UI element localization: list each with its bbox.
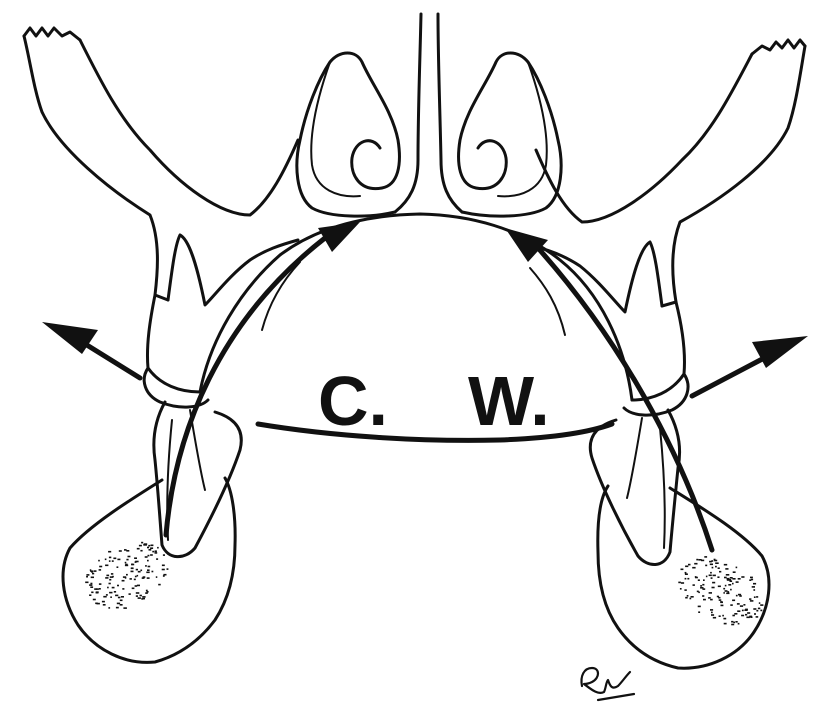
artist-signature: [581, 668, 634, 700]
nasal-septum: [395, 14, 462, 212]
right-stipple: [678, 556, 763, 625]
arrow-left-outward: [42, 322, 140, 378]
left-stipple: [85, 542, 168, 609]
label-c: C.: [318, 362, 388, 440]
palatal-arch: [200, 214, 632, 400]
right-segment: [590, 374, 769, 668]
left-turbinate: [297, 53, 400, 216]
right-turbinate: [459, 53, 562, 216]
arrow-right-outward: [692, 336, 808, 396]
left-segment: [63, 368, 241, 662]
label-w: W.: [468, 362, 550, 440]
cleft-width-line: [258, 424, 612, 440]
